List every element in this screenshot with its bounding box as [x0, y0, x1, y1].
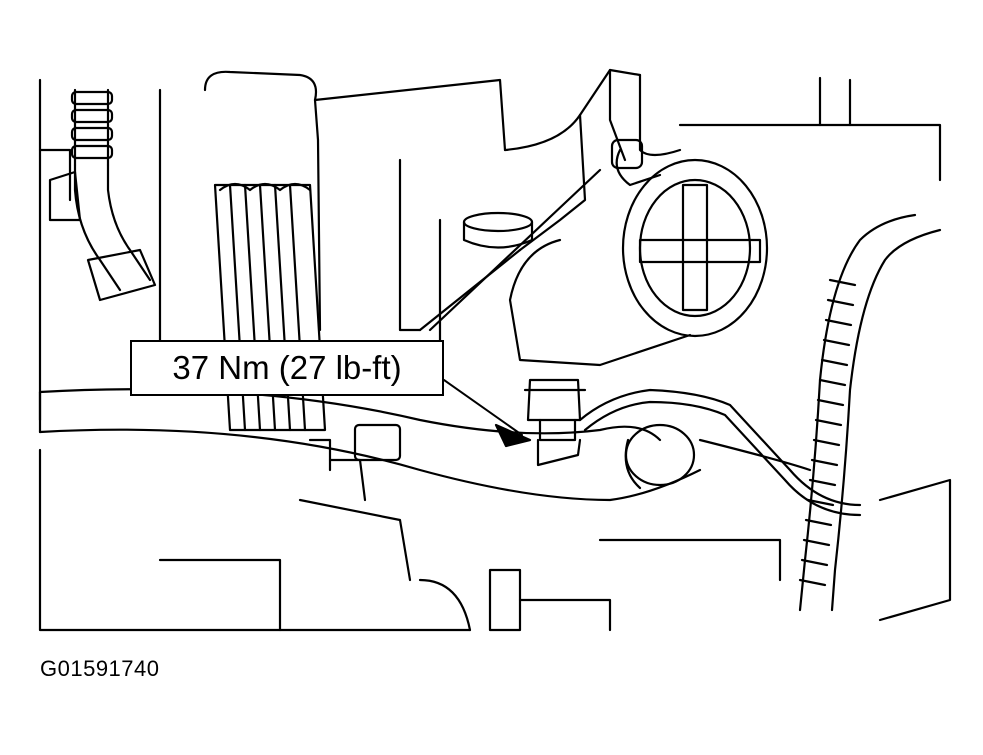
torque-callout: 37 Nm (27 lb-ft) [130, 340, 444, 396]
left-hose [48, 88, 157, 302]
filler-cap [462, 211, 534, 249]
wiring-harness [798, 213, 942, 612]
lower-components [38, 423, 952, 632]
pressure-line-fitting [523, 378, 587, 467]
arrow-head [494, 423, 532, 448]
callout-leader [443, 379, 532, 448]
power-steering-pump [508, 138, 769, 367]
figure-id-label: G01591740 [40, 656, 160, 681]
engine-block-outline [38, 68, 942, 422]
return-line [578, 388, 862, 517]
